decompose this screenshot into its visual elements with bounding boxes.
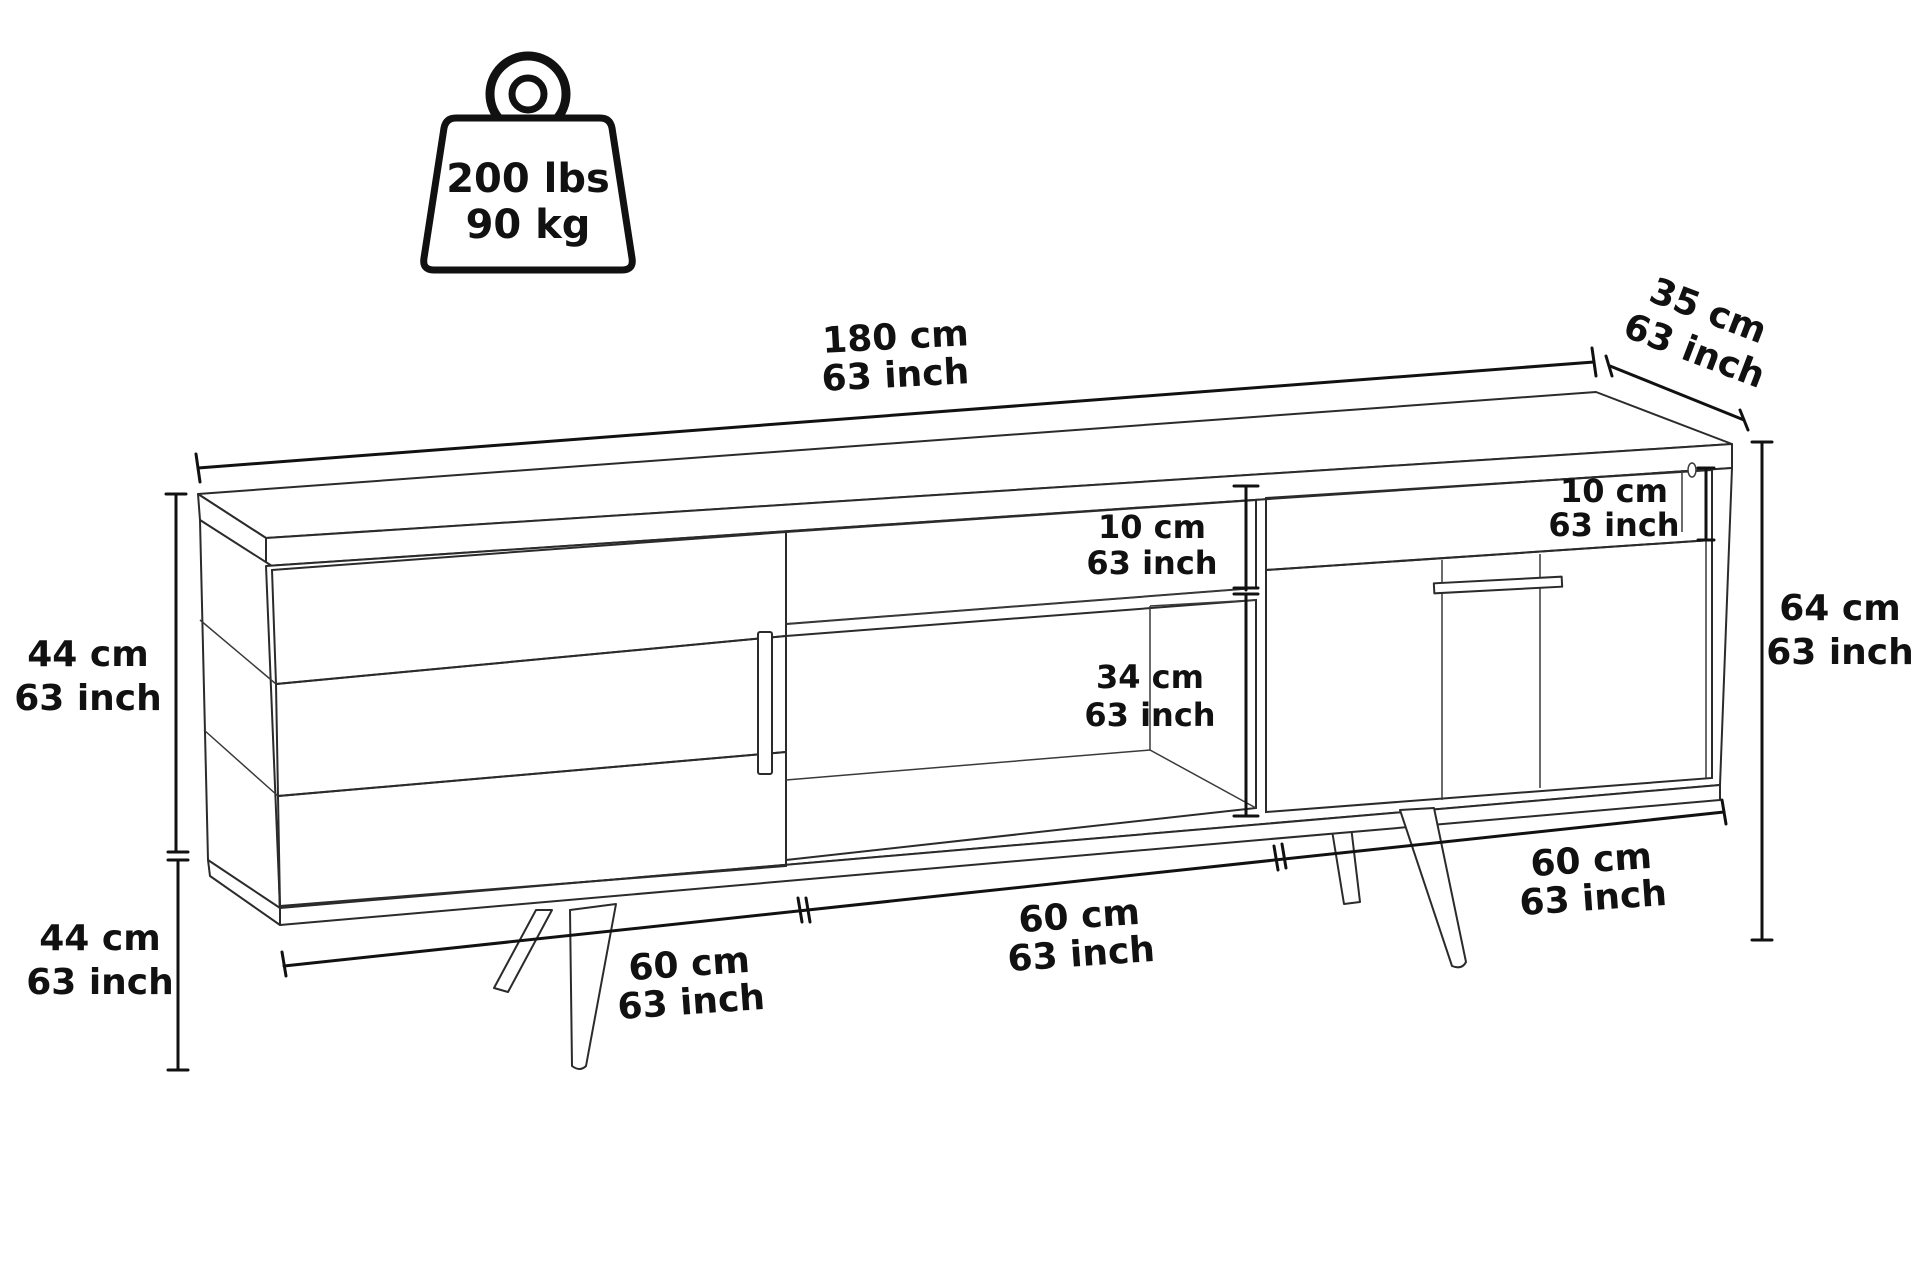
open-shelf-cm: 34 cm [1096,658,1204,696]
right-doors [1265,538,1713,814]
top-shelf-right-inch: 63 inch [1548,506,1679,544]
section-middle-cm: 60 cm [1017,892,1141,941]
total-height-inch: 63 inch [1766,632,1914,673]
weight-icon [420,51,636,274]
leg-back-left [493,909,553,993]
top-shelf-right-cm: 10 cm [1560,472,1668,510]
leg-front-right [1399,807,1467,969]
top-shelf-center-inch: 63 inch [1086,544,1217,582]
section-left-cm: 60 cm [627,940,751,989]
tv-stand [197,391,1733,1070]
drawer-3 [276,750,787,908]
cable-hole-icon [1687,462,1697,478]
door-handle-right [1432,575,1564,595]
total-height-cm: 64 cm [1779,588,1900,629]
leg-height-cm: 44 cm [39,918,160,959]
section-right-cm: 60 cm [1529,836,1653,885]
body-height-cm: 44 cm [27,634,148,675]
top-shelf-center-cm: 10 cm [1098,508,1206,546]
leg-front-left [569,903,617,1070]
weight-lbs: 200 lbs [446,156,610,202]
door-handle-left [757,631,773,775]
weight-kg: 90 kg [466,202,591,248]
body-height-inch: 63 inch [14,678,162,719]
leg-height-inch: 63 inch [26,962,174,1003]
width-cm: 180 cm [821,313,969,362]
width-inch: 63 inch [821,351,971,400]
dimension-lines [164,346,1774,1072]
open-shelf-inch: 63 inch [1084,696,1215,734]
